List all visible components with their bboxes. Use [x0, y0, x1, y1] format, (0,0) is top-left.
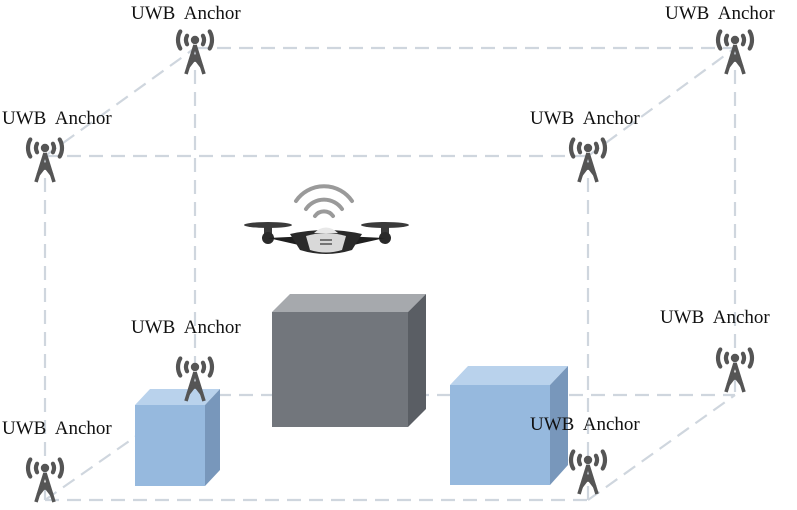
uwb-anchor-label: UWB Anchor	[530, 414, 640, 435]
uwb-antenna-icon	[25, 137, 65, 183]
uwb-anchor-back-top-right: UWB Anchor	[665, 3, 775, 75]
uwb-anchor-front-top-right: UWB Anchor	[530, 108, 640, 183]
drone	[244, 184, 409, 254]
uwb-antenna-icon	[175, 29, 215, 75]
drone-icon	[244, 222, 409, 254]
uwb-anchor-front-bottom-left: UWB Anchor	[2, 418, 112, 503]
uwb-anchor-label: UWB Anchor	[660, 307, 770, 328]
uwb-anchor-label: UWB Anchor	[2, 418, 112, 439]
room-wireframe	[43, 46, 737, 502]
uwb-antenna-icon	[715, 29, 755, 75]
uwb-anchor-back-top-left: UWB Anchor	[131, 3, 241, 75]
uwb-anchor-back-bottom-left: UWB Anchor	[131, 317, 241, 402]
uwb-anchor-label: UWB Anchor	[131, 3, 241, 24]
uwb-anchor-label: UWB Anchor	[131, 317, 241, 338]
uwb-antenna-icon	[175, 356, 215, 402]
uwb-anchor-label: UWB Anchor	[530, 108, 640, 129]
left-blue-box	[135, 389, 220, 486]
uwb-antenna-icon	[568, 137, 608, 183]
uwb-anchor-front-top-left: UWB Anchor	[2, 108, 112, 183]
uwb-anchor-label: UWB Anchor	[2, 108, 112, 129]
uwb-antenna-icon	[568, 449, 608, 495]
uwb-anchor-front-bottom-right: UWB Anchor	[530, 414, 640, 495]
center-gray-box	[272, 294, 426, 427]
uwb-anchor-label: UWB Anchor	[665, 3, 775, 24]
right-blue-box	[450, 366, 568, 485]
wifi-signal-icon	[294, 184, 354, 218]
uwb-anchor-back-bottom-right: UWB Anchor	[660, 307, 770, 393]
uwb-antenna-icon	[25, 457, 65, 503]
uwb-antenna-icon	[715, 347, 755, 393]
